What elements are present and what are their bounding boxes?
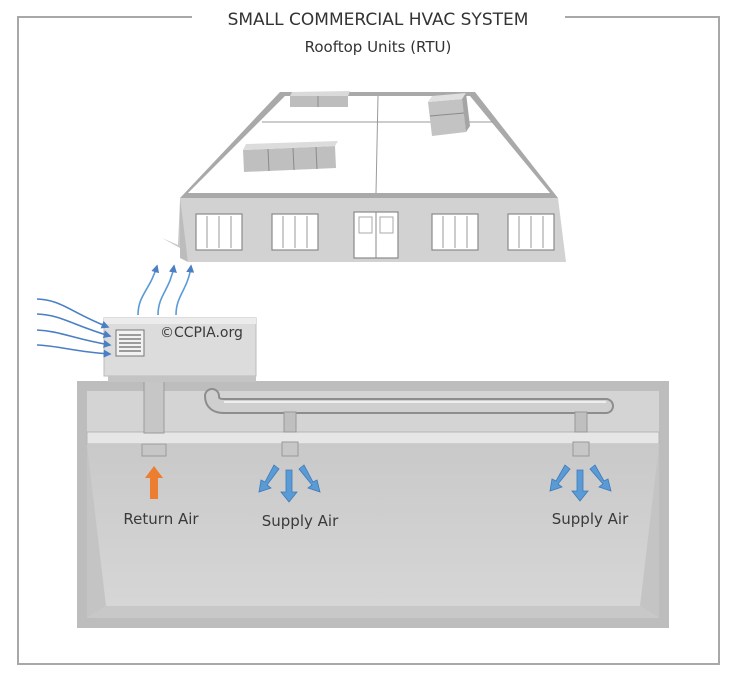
intake-air-arrows	[36, 298, 112, 358]
diagram-title: SMALL COMMERCIAL HVAC SYSTEM	[228, 10, 529, 30]
diagram-subtitle: Rooftop Units (RTU)	[305, 38, 452, 56]
building-door	[353, 211, 399, 259]
supply-duct	[204, 388, 614, 457]
supply-air-arrows-left	[258, 464, 321, 503]
border-frame	[17, 16, 720, 665]
return-air-arrow	[145, 466, 163, 499]
supply-air-label-right: Supply Air	[552, 510, 629, 528]
exhaust-air-arrows	[137, 264, 195, 316]
rooftop-unit: ©CCPIA.org	[103, 317, 257, 382]
rooftop-unit-large	[243, 141, 338, 172]
return-air-label: Return Air	[123, 510, 199, 528]
building	[162, 91, 566, 262]
rooftop-unit-box	[428, 93, 470, 136]
rtu-vent-grille	[115, 329, 145, 357]
supply-air-label-left: Supply Air	[262, 512, 339, 530]
watermark: ©CCPIA.org	[160, 325, 243, 341]
return-duct	[141, 380, 167, 457]
supply-air-arrows-right	[549, 464, 612, 502]
rooftop-unit-small	[290, 91, 350, 107]
building-section	[77, 381, 669, 628]
